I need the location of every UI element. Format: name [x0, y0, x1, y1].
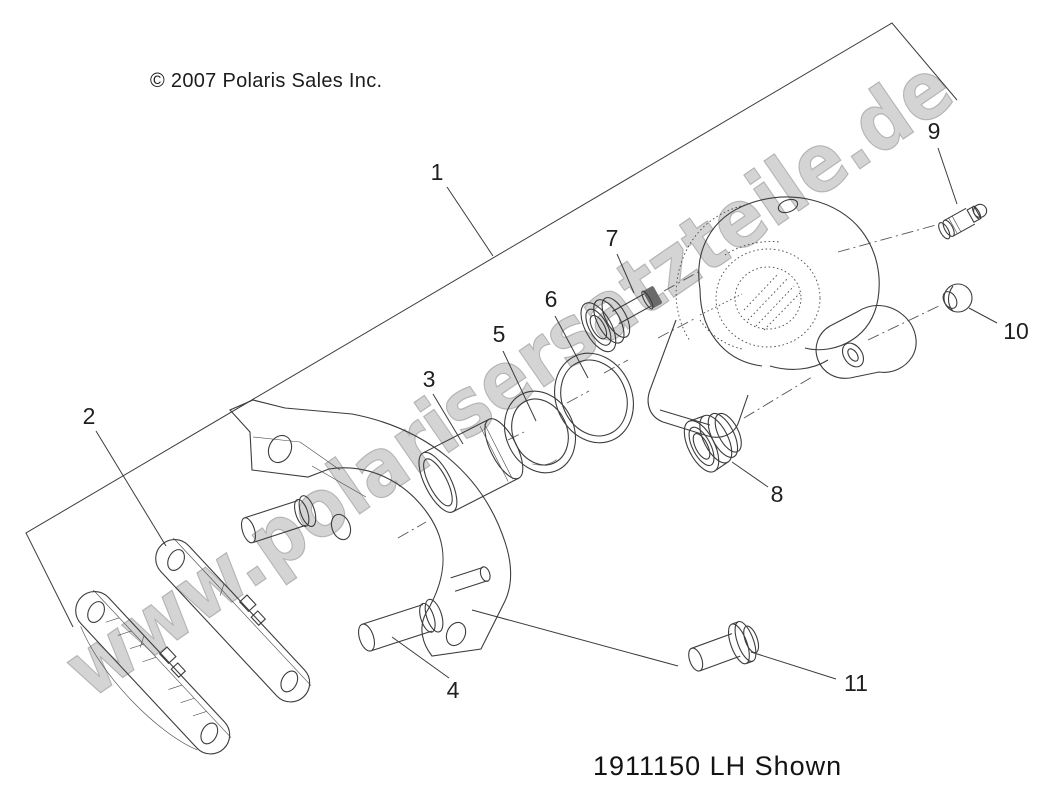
part-label-9: 9: [928, 118, 941, 144]
caliper-body: [647, 196, 917, 438]
part-label-5: 5: [493, 321, 506, 347]
pin-boot: [683, 412, 742, 473]
part-label-1: 1: [431, 159, 444, 185]
bracket-stud: [450, 566, 491, 592]
guide-pin-boot: [580, 286, 662, 353]
bracket-pin-lower: [358, 598, 444, 652]
leader-lines: [95, 147, 998, 680]
brake-pad-lower: [67, 577, 245, 763]
part-label-8: 8: [771, 481, 784, 507]
part-labels: 1 2 3 4 5 6 7 8 9 10 11: [83, 118, 1029, 703]
bore-hatch: [743, 273, 801, 331]
bleeder-screw: [938, 203, 988, 240]
bracket-pin-upper: [240, 495, 317, 544]
copyright-text: © 2007 Polaris Sales Inc.: [150, 70, 383, 92]
assembly-callout-line: [25, 22, 958, 628]
pad-friction-hatch: [80, 617, 207, 751]
part-label-4: 4: [447, 677, 460, 703]
part-label-3: 3: [423, 366, 436, 392]
part-label-6: 6: [545, 286, 558, 312]
mounting-bracket: [229, 399, 512, 657]
bleeder-cap: [942, 283, 973, 313]
part-label-7: 7: [606, 225, 619, 251]
part-label-2: 2: [83, 403, 96, 429]
watermark-text: www.polarisersatzteile.de: [48, 40, 969, 716]
part-label-11: 11: [844, 670, 868, 696]
part-label-10: 10: [1003, 318, 1029, 344]
square-ring-seal: [554, 352, 634, 444]
mount-pin: [688, 620, 760, 672]
diagram-caption: 1911150 LH Shown: [593, 751, 843, 781]
